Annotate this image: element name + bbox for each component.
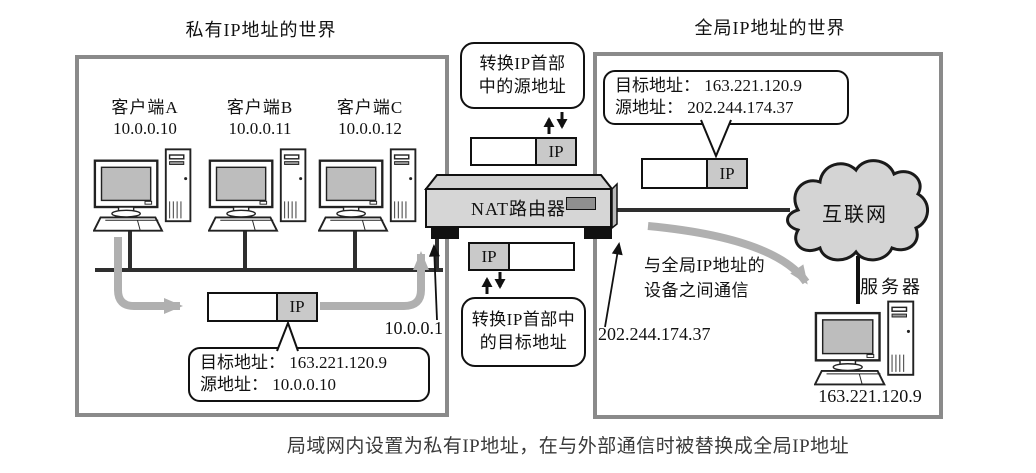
- packet-payload: [643, 160, 706, 187]
- client-b-ip: 10.0.0.11: [228, 119, 292, 138]
- wan-source-address: 源地址： 202.244.174.37: [615, 98, 794, 118]
- packet-bottom-middle: IP: [468, 242, 575, 271]
- packet-ip-header: IP: [276, 294, 316, 320]
- client-a-ip: 10.0.0.10: [113, 119, 177, 138]
- global-comm-label: 与全局IP地址的 设备之间通信: [644, 256, 766, 300]
- translate-source-note: 转换IP首部 中的源地址: [460, 42, 585, 109]
- internet-label: 互联网: [822, 204, 888, 226]
- translate-destination-note: 转换IP首部中 的目标地址: [461, 297, 586, 367]
- router-left-port: [431, 228, 459, 239]
- client-a-name: 客户端A: [111, 98, 179, 117]
- lan-destination-address: 目标地址： 163.221.120.9: [200, 353, 387, 372]
- packet-ip-header: IP: [535, 139, 575, 164]
- packet-wan: IP: [641, 158, 748, 189]
- nat-router-label: NAT路由器: [471, 199, 566, 219]
- router-right-port: [584, 228, 612, 239]
- lan-address-bubble: 目标地址： 163.221.120.9 源地址： 10.0.0.10: [188, 347, 430, 402]
- private-world-title: 私有IP地址的世界: [185, 20, 337, 40]
- client-b-name: 客户端B: [226, 98, 294, 117]
- client-a-computer-icon: [93, 144, 197, 236]
- lan-source-address: 源地址： 10.0.0.10: [200, 375, 336, 395]
- nat-router: NAT路由器: [425, 188, 612, 228]
- router-led-indicator: [566, 197, 596, 210]
- router-wan-ip-label: 202.244.174.37: [598, 324, 711, 344]
- packet-payload: [209, 294, 276, 320]
- packet-payload: [472, 139, 535, 164]
- packet-lan: IP: [207, 292, 318, 322]
- client-b-computer-icon: [208, 144, 312, 236]
- packet-ip-header: IP: [470, 244, 510, 269]
- router-top-face: [423, 174, 615, 190]
- global-world-title: 全局IP地址的世界: [694, 18, 846, 38]
- diagram-caption: 局域网内设置为私有IP地址，在与外部通信时被替换成全局IP地址: [286, 436, 850, 457]
- server-ip-label: 163.221.120.9: [818, 386, 922, 406]
- client-c-computer-icon: [318, 144, 422, 236]
- server-label: 服务器: [860, 277, 923, 297]
- packet-ip-header: IP: [706, 160, 746, 187]
- wan-address-bubble: 目标地址： 163.221.120.9 源地址： 202.244.174.37: [603, 70, 849, 125]
- server-computer-icon: [814, 297, 920, 389]
- client-c-name: 客户端C: [336, 98, 404, 117]
- wan-destination-address: 目标地址： 163.221.120.9: [615, 76, 802, 95]
- packet-top-middle: IP: [470, 137, 577, 166]
- packet-payload: [510, 244, 573, 269]
- router-lan-ip-label: 10.0.0.1: [384, 318, 444, 338]
- client-c-ip: 10.0.0.12: [338, 119, 402, 138]
